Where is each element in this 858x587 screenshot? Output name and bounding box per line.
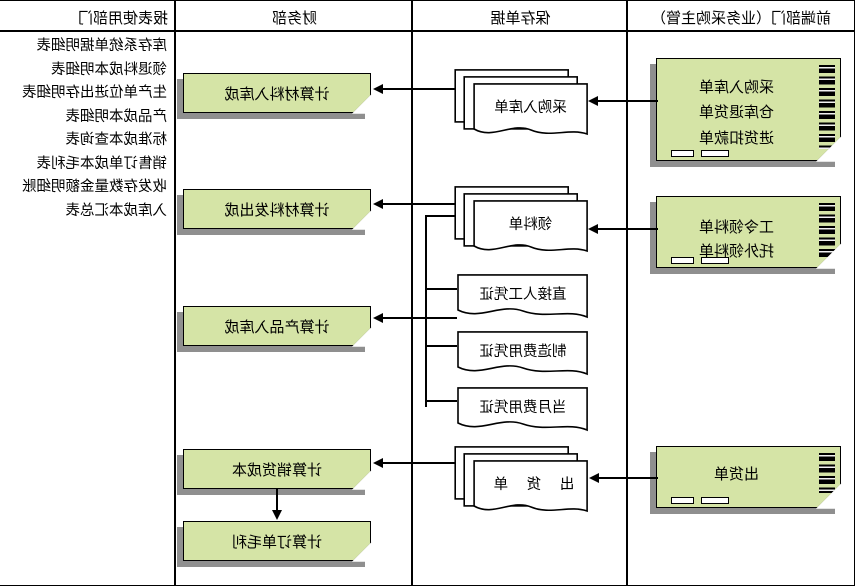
arrow-folder2-to-doc2 (596, 228, 658, 230)
binding-icon (819, 203, 835, 258)
folder-line: 进货扣款单 (699, 128, 775, 147)
process-box-material-inbound-cost: 计算材料入库成 (183, 73, 371, 113)
dash (701, 150, 729, 157)
document-stack-shape (454, 69, 588, 136)
arrowhead-icon (373, 458, 383, 468)
stub-doc3 (425, 288, 457, 290)
report-list: 库存系统单据明细表 领退料成本明细表 生产单位进出存明细表 产品成本明细表 标准… (22, 35, 167, 223)
arrow-doc2-to-box2 (381, 203, 455, 205)
arrowhead-icon (588, 224, 598, 234)
folder-line: 出货单 (714, 465, 760, 483)
stub-doc2 (425, 215, 455, 217)
report-item: 库存系统单据明细表 (36, 38, 168, 54)
column-header-reports: 报表使用部门 (77, 9, 168, 27)
header-separator (0, 30, 854, 32)
arrow-bus-to-box3 (381, 317, 457, 319)
dash (701, 257, 729, 264)
folder-material-requisitions: 工令领料单 托外领料单 (656, 196, 841, 268)
column-header-finance: 财务部 (272, 9, 318, 27)
arrowhead-icon (373, 84, 383, 94)
process-box-material-issue-cost: 计算材料发出成 (183, 189, 371, 229)
document-stack-material-issue: 领料单 (452, 186, 588, 262)
report-item: 领退料成本明细表 (51, 61, 167, 78)
document-stack-shipment: 出 货 单 (452, 446, 588, 522)
arrowhead-icon (373, 199, 383, 209)
column-divider-1 (626, 1, 628, 585)
arrowhead-icon (373, 313, 383, 323)
report-item: 标准成本查询表 (65, 132, 168, 148)
arrowhead-icon (588, 96, 598, 106)
document-label: 出 货 单 (486, 477, 575, 493)
arrow-box4-to-box5 (276, 488, 278, 512)
arrowhead-icon (589, 473, 599, 483)
stub-doc4 (425, 345, 457, 347)
column-header-frontend: 前端部门（业务采购主管） (651, 9, 832, 27)
document-shape (457, 387, 588, 432)
signature-dashes (671, 497, 729, 504)
arrow-doc6-to-box4 (381, 462, 455, 464)
folder-line: 采购入库单 (699, 78, 775, 96)
folder-line: 工令领料单 (699, 218, 775, 236)
arrow-doc1-to-box1 (381, 88, 455, 90)
document-shape (457, 274, 588, 319)
folder-purchase-forms: 采购入库单 仓库退货单 进货扣款单 (656, 58, 841, 161)
column-divider-3 (174, 1, 176, 585)
dash (701, 497, 729, 504)
process-box-cogs: 计算销货成本 (183, 449, 371, 489)
document-label: 采购入库单 (494, 100, 567, 116)
process-box-label: 计算产品入库成 (224, 317, 330, 336)
process-box-label: 计算订单毛利 (232, 532, 323, 551)
document-stack-shape (454, 186, 588, 253)
document-direct-labor: 直接人工凭证 (456, 274, 588, 324)
document-monthly-expense: 当月费用凭证 (456, 387, 588, 437)
folder-purchase-forms-label: 采购入库单 仓库退货单 进货扣款单 (663, 75, 810, 151)
dash (671, 150, 694, 157)
process-box-product-inbound-cost: 计算产品入库成 (183, 306, 371, 346)
stub-doc5 (425, 400, 457, 402)
folder-shipment-label: 出货单 (663, 462, 810, 486)
document-label: 直接人工凭证 (479, 287, 567, 303)
binding-icon (819, 65, 835, 149)
arrowhead-down-icon (272, 510, 282, 520)
arrow-folder3-to-doc6 (597, 477, 658, 479)
process-box-label: 计算材料入库成 (224, 84, 330, 103)
connector-bus (425, 215, 427, 407)
document-label: 当月费用凭证 (479, 400, 567, 416)
report-item: 销售订单成本毛利表 (36, 155, 168, 172)
folder-shipment: 出货单 (656, 446, 841, 508)
dash (671, 257, 694, 264)
arrow-folder1-to-doc1 (596, 100, 658, 102)
signature-dashes (671, 150, 729, 157)
report-item: 生产单位进出存明细表 (22, 85, 167, 101)
folder-line: 仓库退货单 (699, 103, 775, 122)
document-label: 制造费用凭证 (479, 344, 567, 360)
report-item: 入库成本汇总表 (65, 202, 168, 219)
binding-icon (819, 453, 835, 493)
document-label: 领料单 (508, 217, 553, 233)
document-stack-purchase-in: 采购入库单 (452, 69, 588, 145)
document-mfg-expense: 制造费用凭证 (456, 331, 588, 381)
process-box-label: 计算材料发出成 (224, 200, 330, 219)
report-item: 收发存数量金额明细账 (22, 179, 167, 195)
dash (671, 497, 694, 504)
document-shape (457, 331, 588, 376)
folder-material-requisitions-label: 工令领料单 托外领料单 (663, 215, 810, 263)
process-box-label: 计算销货成本 (232, 460, 323, 479)
column-header-documents: 保存单据 (490, 9, 551, 27)
process-box-order-margin: 计算订单毛利 (183, 521, 371, 561)
document-stack-shape (454, 446, 588, 513)
signature-dashes (671, 257, 729, 264)
report-item: 产品成本明细表 (65, 108, 168, 125)
